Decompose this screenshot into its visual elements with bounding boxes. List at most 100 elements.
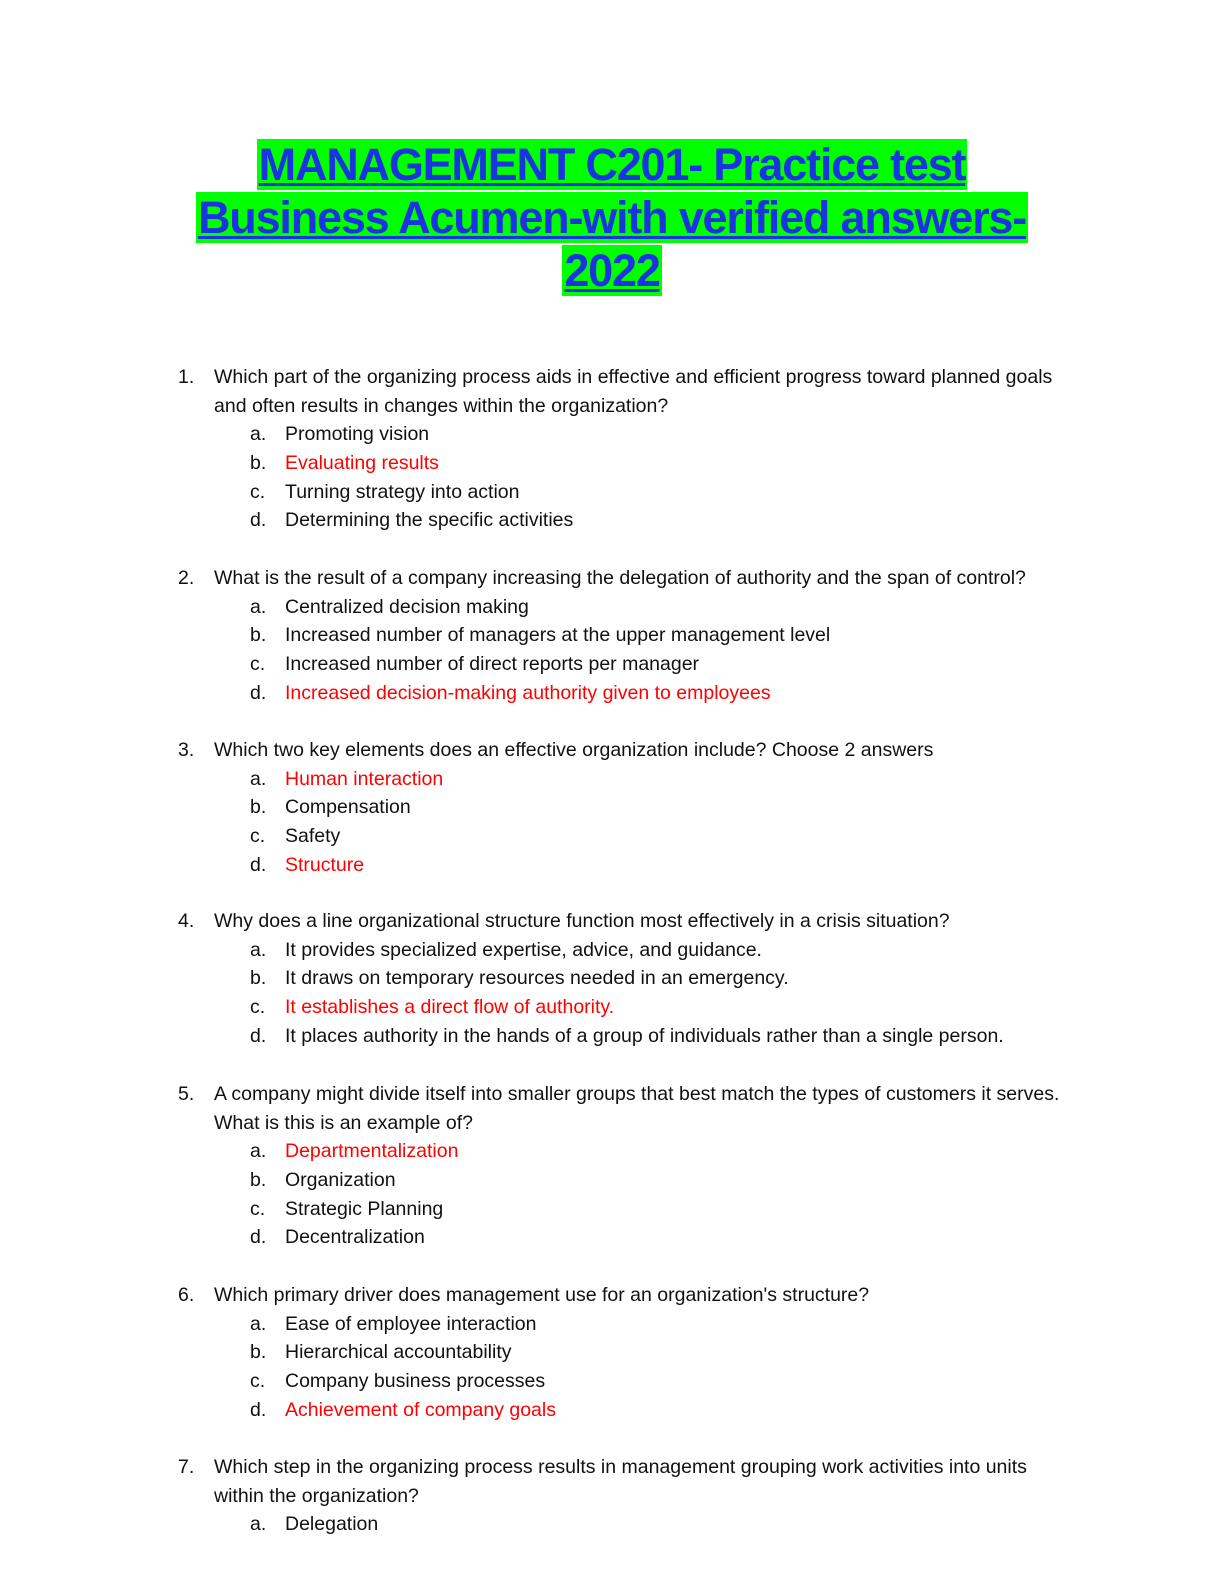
option-text: Turning strategy into action xyxy=(285,480,520,503)
question-number: 2. xyxy=(178,567,195,589)
question-row: 2. What is the result of a company increa… xyxy=(0,564,1224,593)
option-text: Structure xyxy=(285,853,365,876)
answer-option: d. It places authority in the hands of a … xyxy=(0,1022,1224,1051)
option-letter: a. xyxy=(250,1312,267,1335)
question-3: 3.Which two key elements does an effecti… xyxy=(0,736,1224,879)
option-letter: d. xyxy=(250,1398,267,1421)
option-text: Achievement of company goals xyxy=(285,1398,556,1421)
question-number: 3. xyxy=(178,739,195,761)
option-letter: d. xyxy=(250,853,267,876)
question-text: What is the result of a company increasi… xyxy=(214,567,1026,589)
question-1: 1.Which part of the organizing process a… xyxy=(0,363,1224,535)
answer-option: a. Promoting vision xyxy=(0,420,1224,449)
option-letter: a. xyxy=(250,767,267,790)
option-letter: a. xyxy=(250,938,267,961)
answer-option: c. Company business processes xyxy=(0,1367,1224,1396)
option-text: Human interaction xyxy=(285,767,444,790)
option-letter: d. xyxy=(250,681,267,704)
option-text: Increased number of direct reports per m… xyxy=(285,653,700,676)
question-text: Which primary driver does management use… xyxy=(214,1284,870,1306)
option-letter: a. xyxy=(250,595,267,618)
answer-option-correct: a. Human interaction xyxy=(0,765,1224,794)
title-line-3: 2022 xyxy=(562,245,662,296)
option-text: It establishes a direct flow of authorit… xyxy=(285,996,615,1019)
option-text: It places authority in the hands of a gr… xyxy=(285,1024,1004,1047)
option-text: Company business processes xyxy=(285,1370,546,1393)
answer-option: b. Organization xyxy=(0,1166,1224,1195)
answer-option: d. Determining the specific activities xyxy=(0,506,1224,535)
question-row: 5. A company might divide itself into sma… xyxy=(0,1080,1224,1137)
title-line-1: MANAGEMENT C201- Practice test xyxy=(256,139,968,190)
option-letter: c. xyxy=(250,1197,266,1220)
question-2: 2. What is the result of a company increa… xyxy=(0,564,1224,707)
option-text: It provides specialized expertise, advic… xyxy=(285,938,762,961)
option-letter: d. xyxy=(250,509,267,532)
option-text: Hierarchical accountability xyxy=(285,1341,512,1364)
answer-option: a. It provides specialized expertise, adv… xyxy=(0,936,1224,965)
answer-option: b. Hierarchical accountability xyxy=(0,1338,1224,1367)
option-letter: b. xyxy=(250,624,267,647)
question-text: Why does a line organizational structure… xyxy=(214,910,950,932)
option-letter: a. xyxy=(250,1513,267,1536)
question-4: 4. Why does a line organizational structu… xyxy=(0,907,1224,1050)
question-number: 7. xyxy=(178,1456,195,1478)
answer-option: a. Centralized decision making xyxy=(0,593,1224,622)
option-text: Ease of employee interaction xyxy=(285,1312,537,1335)
option-letter: b. xyxy=(250,1169,267,1192)
question-5: 5. A company might divide itself into sma… xyxy=(0,1080,1224,1252)
answer-option-correct: d. Increased decision-making authority gi… xyxy=(0,679,1224,708)
question-6: 6.Which primary driver does management u… xyxy=(0,1281,1224,1424)
answer-option: c. Increased number of direct reports per… xyxy=(0,650,1224,679)
option-text: Compensation xyxy=(285,796,411,819)
option-letter: a. xyxy=(250,1140,267,1163)
option-letter: d. xyxy=(250,1226,267,1249)
question-row: 7.Which step in the organizing process r… xyxy=(0,1453,1224,1510)
question-row: 1.Which part of the organizing process a… xyxy=(0,363,1224,420)
answer-option: c. Safety xyxy=(0,822,1224,851)
answer-option: c. Turning strategy into action xyxy=(0,478,1224,507)
answer-option-correct: d. Achievement of company goals xyxy=(0,1396,1224,1425)
option-letter: b. xyxy=(250,967,267,990)
option-letter: c. xyxy=(250,996,266,1019)
option-letter: c. xyxy=(250,480,266,503)
option-letter: a. xyxy=(250,423,267,446)
question-7: 7.Which step in the organizing process r… xyxy=(0,1453,1224,1539)
option-letter: d. xyxy=(250,1024,267,1047)
answer-option: c. Strategic Planning xyxy=(0,1195,1224,1224)
option-text: Delegation xyxy=(285,1513,379,1536)
question-row: 3.Which two key elements does an effecti… xyxy=(0,736,1224,765)
option-text: Safety xyxy=(285,825,341,848)
question-number: 4. xyxy=(178,910,195,932)
answer-option: b.Compensation xyxy=(0,793,1224,822)
option-letter: b. xyxy=(250,452,267,475)
answer-option-correct: a. Departmentalization xyxy=(0,1137,1224,1166)
title-line-2: Business Acumen-with verified answers- xyxy=(196,192,1028,243)
answer-option: d. Decentralization xyxy=(0,1223,1224,1252)
option-letter: c. xyxy=(250,653,266,676)
option-text: Promoting vision xyxy=(285,423,430,446)
answer-option: b. It draws on temporary resources needed… xyxy=(0,964,1224,993)
option-letter: c. xyxy=(250,1370,266,1393)
question-row: 4. Why does a line organizational structu… xyxy=(0,907,1224,936)
question-row: 6.Which primary driver does management u… xyxy=(0,1281,1224,1310)
option-text: Evaluating results xyxy=(285,452,439,475)
option-letter: c. xyxy=(250,825,266,848)
question-number: 1. xyxy=(178,366,195,388)
option-text: Departmentalization xyxy=(285,1140,459,1163)
option-text: Decentralization xyxy=(285,1226,425,1249)
option-text: Strategic Planning xyxy=(285,1197,444,1220)
option-text: Increased decision-making authority give… xyxy=(285,681,771,704)
option-text: Organization xyxy=(285,1169,396,1192)
answer-option-correct: d. Structure xyxy=(0,851,1224,880)
option-text: Centralized decision making xyxy=(285,595,529,618)
answer-option-correct: c. It establishes a direct flow of author… xyxy=(0,993,1224,1022)
question-text: A company might divide itself into small… xyxy=(214,1083,1060,1134)
option-letter: b. xyxy=(250,1341,267,1364)
answer-option: b. Increased number of managers at the up… xyxy=(0,621,1224,650)
answer-option: a. Delegation xyxy=(0,1510,1224,1539)
option-text: Determining the specific activities xyxy=(285,509,574,532)
answer-option-correct: b. Evaluating results xyxy=(0,449,1224,478)
question-number: 5. xyxy=(178,1083,195,1105)
option-text: Increased number of managers at the uppe… xyxy=(285,624,831,647)
option-text: It draws on temporary resources needed i… xyxy=(285,967,789,990)
